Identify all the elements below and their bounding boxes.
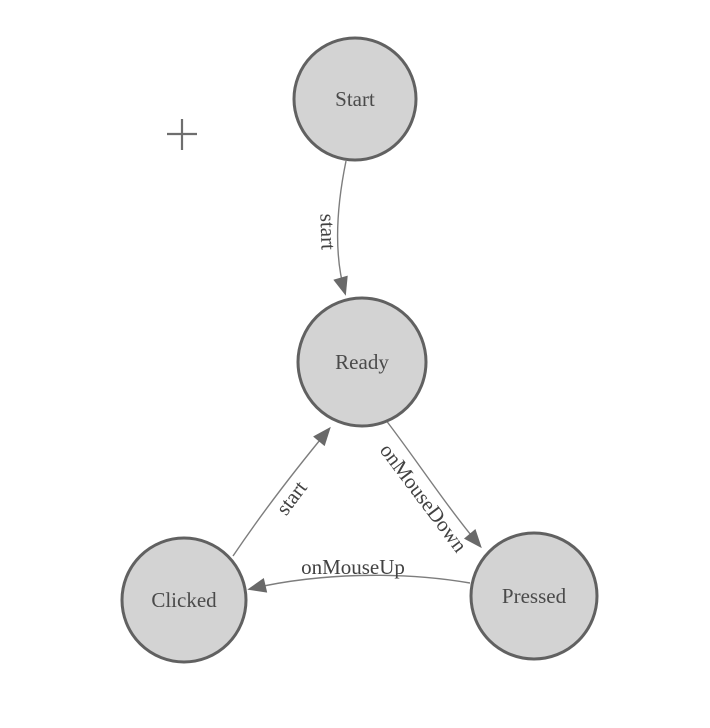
node-label: Clicked <box>151 588 217 612</box>
node-circle[interactable] <box>292 36 418 162</box>
edge-ready-to-pressed[interactable]: onMouseDown <box>375 418 482 557</box>
node-label: Ready <box>335 350 389 374</box>
node-circle[interactable] <box>469 531 599 661</box>
node-circle[interactable] <box>296 296 428 428</box>
edge-pressed-to-clicked[interactable]: onMouseUp <box>247 555 471 593</box>
plus-cursor-icon <box>167 119 197 150</box>
node-label: Start <box>335 87 375 111</box>
edge-label: start <box>271 476 312 519</box>
node-circle[interactable] <box>120 536 248 664</box>
edge-start-to-ready[interactable]: start <box>315 160 348 296</box>
edge-line[interactable] <box>232 426 331 557</box>
node-pressed[interactable]: Pressed <box>469 531 599 661</box>
node-ready[interactable]: Ready <box>296 296 428 428</box>
edge-line[interactable] <box>333 160 348 296</box>
edge-label: onMouseUp <box>301 555 405 579</box>
edge-label: start <box>315 213 340 250</box>
edge-line[interactable] <box>247 574 471 593</box>
node-start[interactable]: Start <box>292 36 418 162</box>
node-label: Pressed <box>502 584 567 608</box>
edge-line[interactable] <box>384 418 482 549</box>
node-clicked[interactable]: Clicked <box>120 536 248 664</box>
edge-label: onMouseDown <box>375 439 472 557</box>
edge-clicked-to-ready[interactable]: start <box>232 426 331 557</box>
